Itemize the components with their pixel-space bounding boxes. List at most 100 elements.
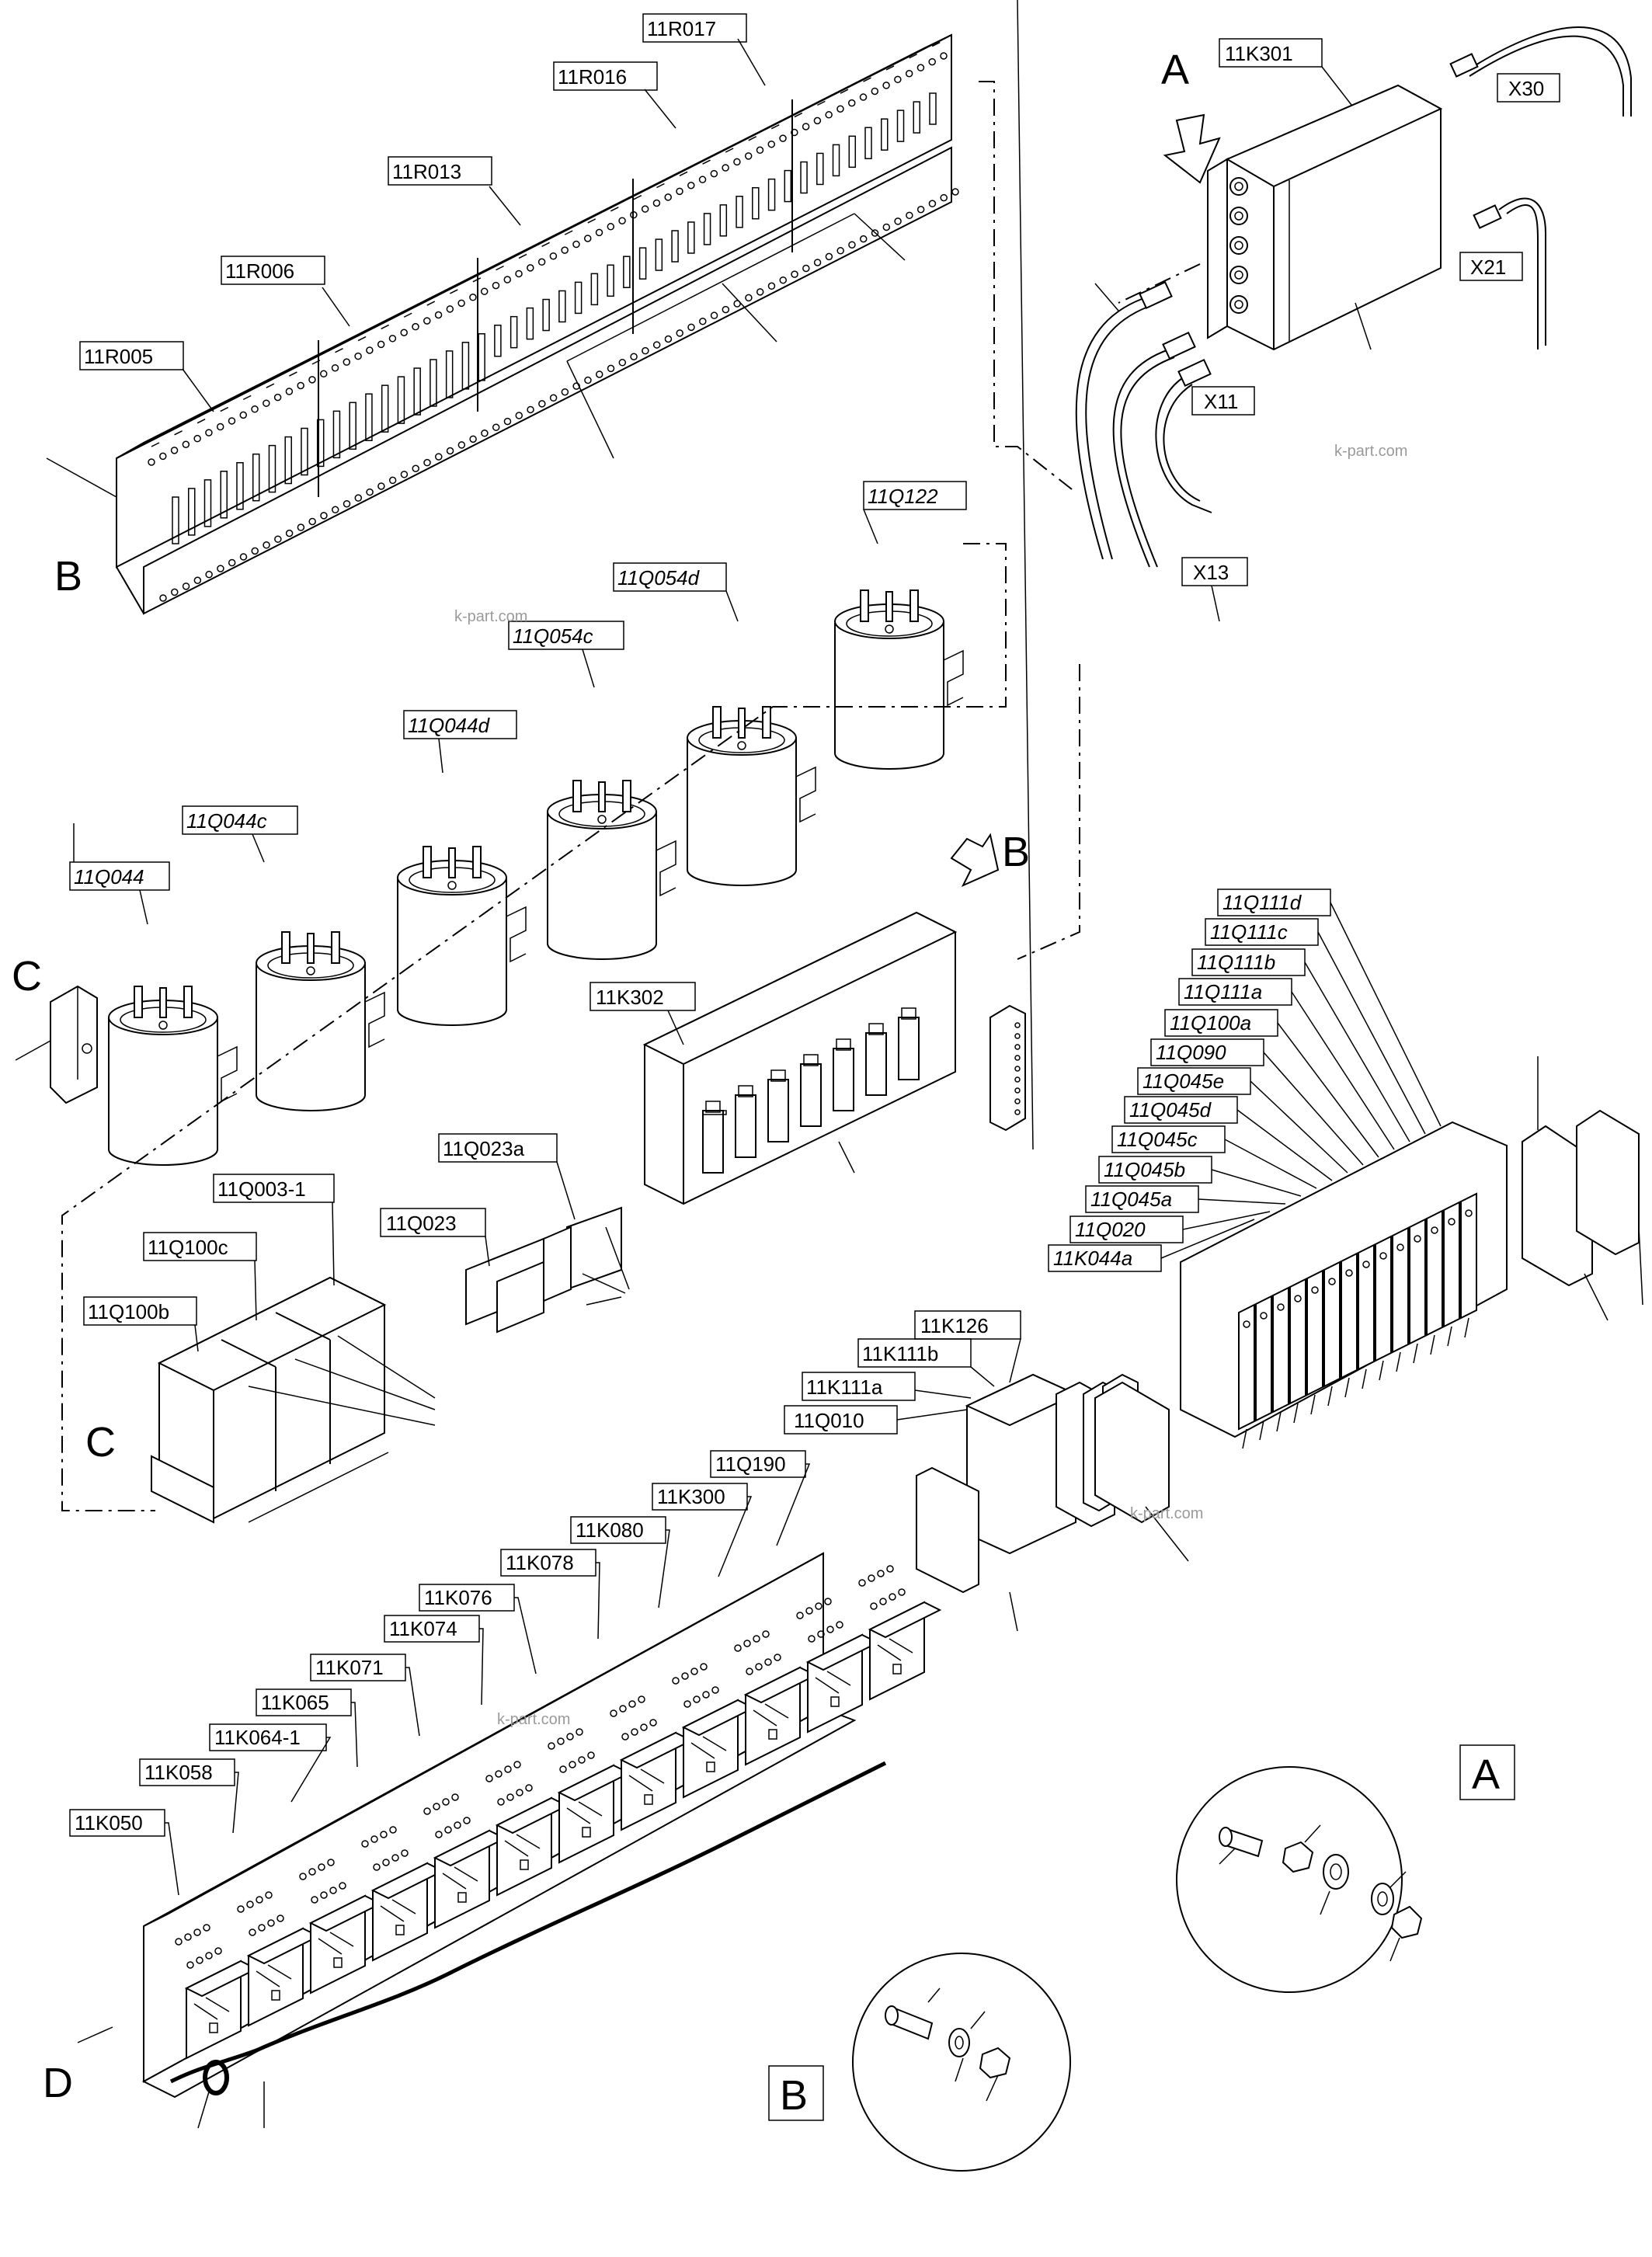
resistor-slot xyxy=(203,479,212,527)
small-relays xyxy=(465,1206,630,1334)
resistor-slot xyxy=(655,238,663,271)
resistor-slot xyxy=(542,298,550,332)
resistor-slot xyxy=(332,410,341,459)
resistor-slot xyxy=(784,169,792,203)
resistor-slot xyxy=(896,110,905,142)
label-11R013: 11R013 xyxy=(392,160,461,183)
terminal-slice xyxy=(1409,1218,1426,1345)
resistor-slot xyxy=(365,393,373,441)
watermark-1: k-part.com xyxy=(1334,443,1407,460)
terminal-slice xyxy=(1426,1209,1443,1337)
label-11K064-1: 11K064-1 xyxy=(214,1726,301,1749)
arrow-b-icon xyxy=(950,833,1000,888)
resistor-slot xyxy=(703,213,711,245)
diode-can xyxy=(108,986,238,1166)
label-11K074: 11K074 xyxy=(389,1617,457,1640)
view-letter-c-top: C xyxy=(12,953,42,1000)
arrow-a-icon xyxy=(1163,113,1221,184)
board-chip xyxy=(702,1110,724,1174)
diode-can xyxy=(687,706,816,886)
resistor-slot xyxy=(590,273,599,306)
relay-cube xyxy=(423,1793,507,1929)
resistor-slot xyxy=(864,127,872,160)
label-11R005: 11R005 xyxy=(84,345,153,368)
resistor-slot xyxy=(236,461,244,510)
relay-cube xyxy=(858,1565,942,1701)
relay-cube xyxy=(610,1695,694,1831)
relay-cube xyxy=(175,1924,259,2060)
resistor-slot xyxy=(767,178,776,211)
module-knob xyxy=(1229,207,1248,225)
label-11Q045a: 11Q045a xyxy=(1090,1188,1172,1211)
board-chip xyxy=(767,1079,789,1142)
label-11Q045e: 11Q045e xyxy=(1142,1069,1224,1093)
relay-cube xyxy=(796,1598,880,1734)
small-stack xyxy=(916,1373,1189,1632)
board-chip xyxy=(833,1048,854,1111)
label-11K058: 11K058 xyxy=(144,1761,213,1784)
terminal-slice xyxy=(1323,1261,1341,1388)
resistor-slot xyxy=(445,350,454,398)
watermark-3: k-part.com xyxy=(1130,1505,1203,1522)
resistor-slot xyxy=(736,196,743,228)
detail-b: B xyxy=(768,1953,1071,2172)
detail-a: A xyxy=(1176,1744,1515,1993)
terminal-slice xyxy=(1289,1278,1306,1405)
resistor-slot xyxy=(929,92,937,125)
diode-can xyxy=(397,846,527,1026)
terminal-stack-labels: 11Q111d11Q111c11Q111b11Q111a11Q100a11Q09… xyxy=(1048,889,1442,1272)
resistor-slot xyxy=(510,315,518,349)
label-11Q023a: 11Q023a xyxy=(443,1137,525,1160)
label-11Q045b: 11Q045b xyxy=(1104,1158,1185,1181)
resistor-slot xyxy=(687,221,695,254)
relay-cube xyxy=(237,1891,321,2027)
diode-can xyxy=(547,780,676,960)
resistor-slot xyxy=(494,324,502,357)
resistor-slot xyxy=(638,247,647,280)
label-11Q044: 11Q044 xyxy=(74,865,144,889)
detail-letter-b: B xyxy=(780,2072,808,2119)
label-X30: X30 xyxy=(1508,77,1544,100)
resistor-slot xyxy=(623,256,631,288)
resistor-slot xyxy=(220,471,228,519)
label-11Q054d: 11Q054d xyxy=(617,566,701,589)
cables xyxy=(1075,26,1632,568)
resistor-slot xyxy=(832,144,840,177)
module-knob xyxy=(1229,295,1248,314)
label-X21: X21 xyxy=(1470,256,1506,279)
diode-labels: 11Q122 11Q054d 11Q054c 11Q044d 11Q044c 1… xyxy=(69,481,967,925)
resistor-slot xyxy=(301,427,308,476)
resistor-slot xyxy=(816,152,824,186)
terminal-slice xyxy=(1255,1295,1272,1422)
resistor-slot xyxy=(752,186,760,220)
label-11Q010: 11Q010 xyxy=(794,1409,864,1432)
label-11Q111c: 11Q111c xyxy=(1210,920,1288,944)
resistor-slot xyxy=(461,342,470,390)
label-11Q100a: 11Q100a xyxy=(1170,1011,1251,1035)
watermark-4: k-part.com xyxy=(497,1711,570,1728)
label-11Q090: 11Q090 xyxy=(1156,1041,1226,1064)
module-knob xyxy=(1229,177,1248,196)
label-11R016: 11R016 xyxy=(558,65,627,89)
resistor-slot xyxy=(881,118,889,151)
board-chip xyxy=(800,1063,822,1127)
view-letter-d: D xyxy=(43,2060,73,2106)
resistor-slot xyxy=(913,101,921,134)
label-11K126: 11K126 xyxy=(920,1314,989,1337)
terminal-slice xyxy=(1460,1192,1477,1320)
label-11R006: 11R006 xyxy=(225,259,294,283)
view-letter-c-mid: C xyxy=(85,1419,116,1466)
resistor-slot xyxy=(719,204,728,237)
label-X11: X11 xyxy=(1204,390,1238,413)
label-11Q045c: 11Q045c xyxy=(1117,1128,1198,1151)
label-11Q122: 11Q122 xyxy=(868,485,938,508)
label-11Q054c: 11Q054c xyxy=(513,624,593,648)
diode-group xyxy=(108,589,964,1166)
terminal-slice xyxy=(1443,1201,1460,1328)
view-letter-a-top: A xyxy=(1161,47,1189,93)
resistor-labels: 11R005 11R006 11R013 11R016 11R017 xyxy=(79,13,747,370)
module-knob xyxy=(1229,266,1248,284)
resistor-slot xyxy=(800,161,808,194)
resistor-slot xyxy=(671,230,679,263)
terminal-stack xyxy=(1180,1056,1643,1449)
